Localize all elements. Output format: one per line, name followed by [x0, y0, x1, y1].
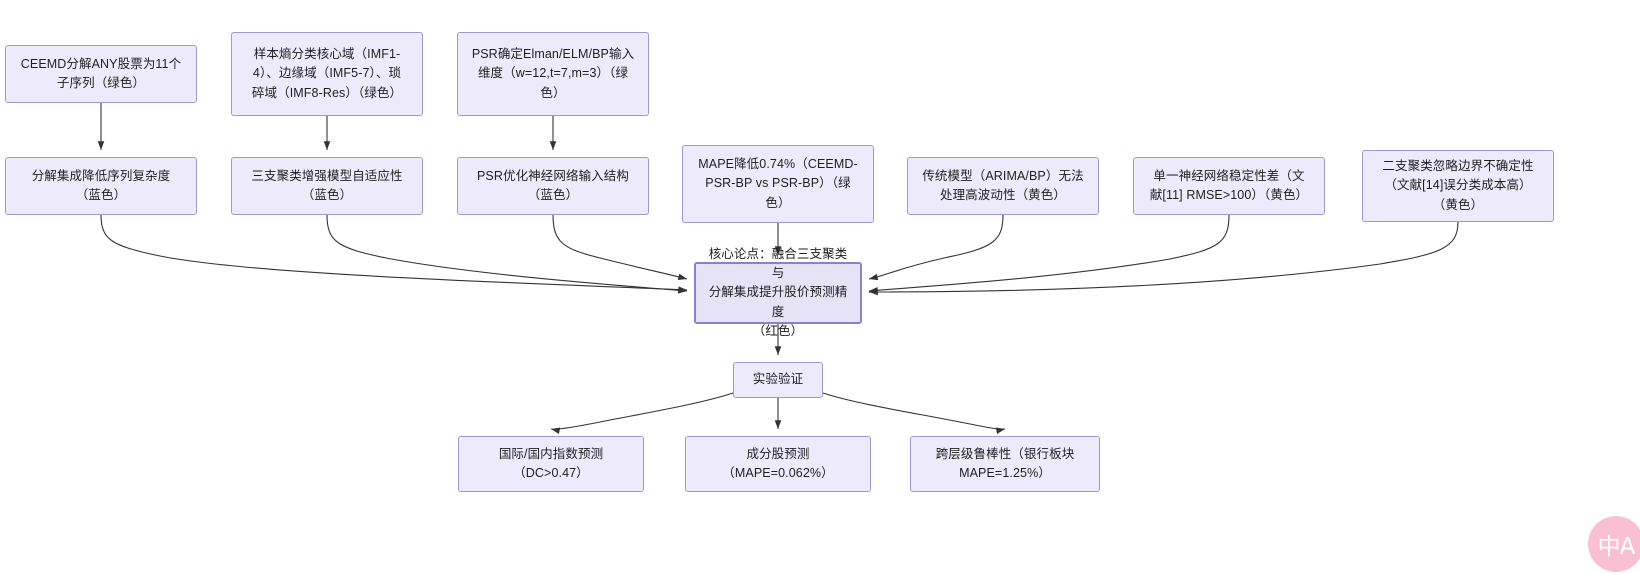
node-label: PSR优化神经网络输入结构 （蓝色）	[476, 168, 629, 202]
edge-n9-to-core	[868, 214, 1230, 294]
node-experimental-verification[interactable]: 实验验证	[733, 362, 823, 398]
node-two-way-clustering-boundary[interactable]: 二支聚类忽略边界不确定性 （文献[14]误分类成本高） （黄色）	[1362, 150, 1554, 222]
node-label: 单一神经网络稳定性差（文 献[11] RMSE>100）（黄色）	[1149, 168, 1309, 202]
node-traditional-model-limitation[interactable]: 传统模型（ARIMA/BP）无法 处理高波动性（黄色）	[907, 157, 1099, 215]
node-label: 跨层级鲁棒性（银行板块 MAPE=1.25%）	[935, 446, 1075, 480]
node-cross-level-robustness[interactable]: 跨层级鲁棒性（银行板块 MAPE=1.25%）	[910, 436, 1100, 492]
node-label: PSR确定Elman/ELM/BP输入 维度（w=12,t=7,m=3）（绿 色…	[471, 46, 635, 100]
node-index-prediction[interactable]: 国际/国内指数预测 （DC>0.47）	[458, 436, 644, 492]
node-label: 分解集成降低序列复杂度 （蓝色）	[31, 168, 171, 202]
node-label: CEEMD分解ANY股票为11个 子序列（绿色）	[20, 56, 182, 90]
node-label: 核心论点：融合三支聚类与 分解集成提升股价预测精度 （红色）	[708, 246, 848, 339]
watermark-text: 中A	[1597, 534, 1636, 560]
node-constituent-stock-prediction[interactable]: 成分股预测 （MAPE=0.062%）	[685, 436, 871, 492]
node-mape-reduction[interactable]: MAPE降低0.74%（CEEMD- PSR-BP vs PSR-BP）（绿 色…	[682, 145, 874, 223]
node-ceemd-decompose[interactable]: CEEMD分解ANY股票为11个 子序列（绿色）	[5, 45, 197, 103]
node-single-nn-instability[interactable]: 单一神经网络稳定性差（文 献[11] RMSE>100）（黄色）	[1133, 157, 1325, 215]
node-label: 二支聚类忽略边界不确定性 （文献[14]误分类成本高） （黄色）	[1382, 158, 1534, 212]
node-label: 实验验证	[752, 372, 804, 387]
edge-n10-to-core	[868, 221, 1459, 296]
edge-n6-to-core	[552, 214, 688, 280]
node-core-claim[interactable]: 核心论点：融合三支聚类与 分解集成提升股价预测精度 （红色）	[694, 247, 862, 338]
node-decompose-reduce-complexity[interactable]: 分解集成降低序列复杂度 （蓝色）	[5, 157, 197, 215]
node-label: 样本熵分类核心域（IMF1- 4）、边缘域（IMF5-7）、琐 碎域（IMF8-…	[251, 46, 403, 100]
watermark-badge: 中A	[1588, 516, 1640, 572]
node-label: 国际/国内指数预测 （DC>0.47）	[498, 446, 604, 480]
node-three-way-clustering-adaptive[interactable]: 三支聚类增强模型自适应性 （蓝色）	[231, 157, 423, 215]
edge-n14x-to-n14	[822, 392, 1006, 434]
core-inner-frame: 核心论点：融合三支聚类与 分解集成提升股价预测精度 （红色）	[695, 247, 861, 338]
edge-n11-to-n12	[550, 392, 734, 434]
node-label: MAPE降低0.74%（CEEMD- PSR-BP vs PSR-BP）（绿 色…	[698, 156, 858, 210]
node-label: 传统模型（ARIMA/BP）无法 处理高波动性（黄色）	[922, 168, 1084, 202]
node-psr-optimize-nn-structure[interactable]: PSR优化神经网络输入结构 （蓝色）	[457, 157, 649, 215]
node-psr-input-dimension[interactable]: PSR确定Elman/ELM/BP输入 维度（w=12,t=7,m=3）（绿 色…	[457, 32, 649, 116]
node-sample-entropy-classify[interactable]: 样本熵分类核心域（IMF1- 4）、边缘域（IMF5-7）、琐 碎域（IMF8-…	[231, 32, 423, 116]
edge-n5-to-core	[326, 214, 688, 294]
edge-n8-to-core	[868, 214, 1004, 281]
node-label: 三支聚类增强模型自适应性 （蓝色）	[251, 168, 403, 202]
edge-n4-to-core	[100, 214, 688, 293]
node-label: 成分股预测 （MAPE=0.062%）	[722, 446, 834, 480]
